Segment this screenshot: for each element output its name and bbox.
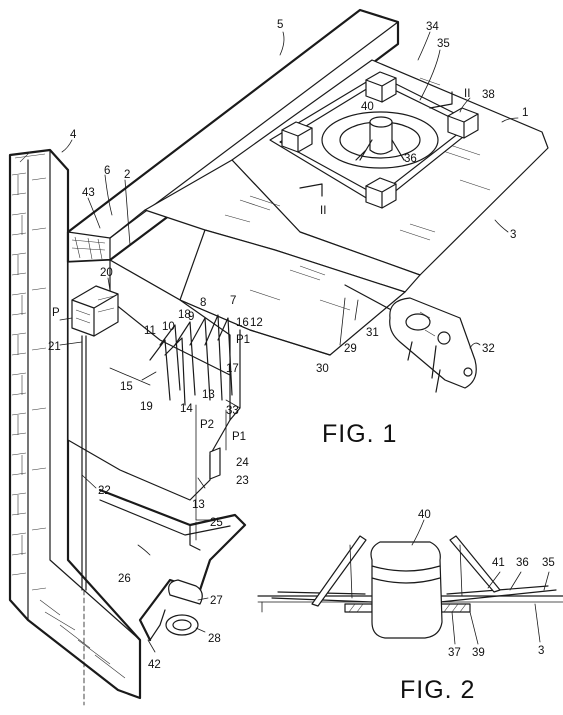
svg-text:22: 22 (98, 485, 111, 497)
svg-text:18: 18 (178, 309, 191, 321)
svg-text:43: 43 (82, 187, 95, 199)
svg-text:3: 3 (510, 229, 516, 241)
svg-text:7: 7 (230, 295, 236, 307)
svg-text:21: 21 (48, 341, 61, 353)
svg-text:20: 20 (100, 267, 113, 279)
reference-numerals: 5 4 34 35 1 38 II 40 36 II 3 2 6 43 20 P… (48, 19, 528, 671)
svg-text:19: 19 (140, 401, 153, 413)
svg-text:41: 41 (492, 557, 505, 569)
leader-lines (59, 31, 519, 653)
figure-2-caption: FIG. 2 (400, 676, 475, 704)
roof-window-frame (269, 71, 479, 209)
svg-text:32: 32 (482, 343, 495, 355)
svg-text:33: 33 (226, 405, 239, 417)
svg-text:II: II (320, 205, 326, 217)
gutter-channel (67, 259, 241, 706)
svg-text:11: 11 (144, 325, 156, 337)
svg-text:27: 27 (210, 595, 223, 607)
svg-text:8: 8 (200, 297, 206, 309)
svg-text:15: 15 (120, 381, 133, 393)
svg-text:26: 26 (118, 573, 131, 585)
svg-text:II: II (464, 88, 470, 100)
svg-text:16: 16 (236, 317, 249, 329)
figure-1-caption: FIG. 1 (322, 420, 397, 448)
svg-text:1: 1 (522, 107, 528, 119)
svg-text:25: 25 (210, 517, 223, 529)
svg-text:3: 3 (538, 645, 544, 657)
svg-text:36: 36 (516, 557, 529, 569)
svg-text:17: 17 (226, 363, 239, 375)
svg-text:P2: P2 (200, 419, 214, 431)
svg-text:P1: P1 (232, 431, 246, 443)
lever-arm (344, 284, 477, 393)
svg-text:42: 42 (148, 659, 161, 671)
svg-text:29: 29 (344, 343, 357, 355)
svg-text:P: P (52, 307, 60, 319)
svg-text:P1: P1 (236, 334, 250, 346)
svg-text:14: 14 (180, 403, 193, 415)
svg-text:6: 6 (104, 165, 110, 177)
svg-text:38: 38 (482, 89, 495, 101)
svg-text:2: 2 (124, 169, 130, 181)
svg-text:10: 10 (162, 321, 175, 333)
svg-text:35: 35 (437, 38, 450, 50)
svg-text:35: 35 (542, 557, 555, 569)
svg-text:31: 31 (366, 327, 379, 339)
svg-text:13: 13 (192, 499, 205, 511)
svg-text:9: 9 (188, 311, 194, 323)
svg-text:23: 23 (236, 475, 249, 487)
svg-text:12: 12 (250, 317, 263, 329)
figure-1: 5 4 34 35 1 38 II 40 36 II 3 2 6 43 20 P… (8, 8, 549, 706)
svg-text:13: 13 (202, 389, 215, 401)
svg-text:40: 40 (361, 101, 374, 113)
svg-text:28: 28 (208, 633, 221, 645)
lower-gutter (98, 488, 247, 642)
svg-text:39: 39 (472, 647, 485, 659)
svg-text:36: 36 (404, 153, 417, 165)
svg-text:24: 24 (236, 457, 249, 469)
figure-2: 40 41 36 35 37 39 3 FIG. 2 (257, 509, 563, 704)
brick-wall (8, 148, 142, 700)
svg-text:4: 4 (70, 129, 77, 141)
svg-text:5: 5 (277, 19, 283, 31)
svg-text:30: 30 (316, 363, 329, 375)
svg-text:34: 34 (426, 21, 439, 33)
svg-text:40: 40 (418, 509, 431, 521)
svg-text:37: 37 (448, 647, 461, 659)
